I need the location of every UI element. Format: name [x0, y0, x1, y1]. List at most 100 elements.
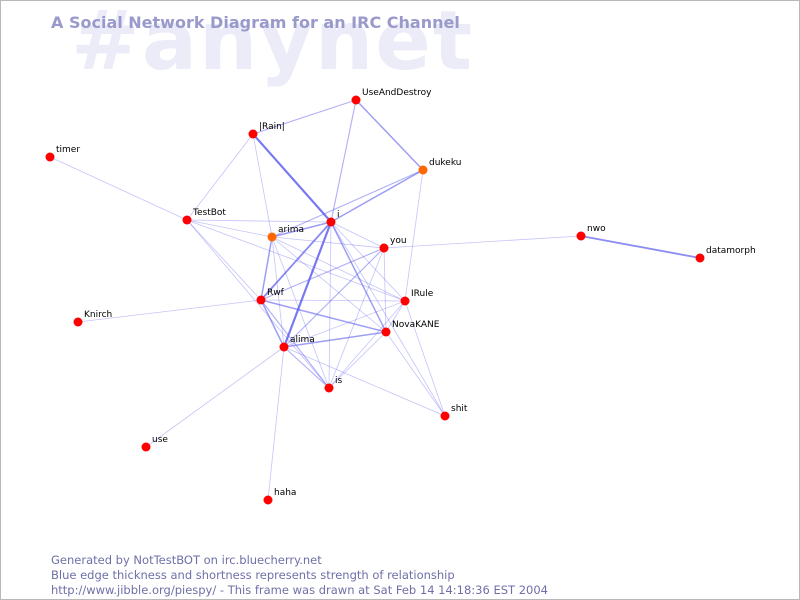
edge-rwf-novakane [260, 299, 387, 333]
edge-alima-haha [267, 346, 285, 501]
node-dot [256, 295, 266, 305]
edge-i-you [330, 221, 385, 249]
node-label: |Rain| [259, 122, 285, 132]
edge-useanddestroy-i [330, 99, 357, 223]
edge-alima-is [283, 346, 330, 389]
node-dot [45, 152, 55, 162]
node-dot [695, 253, 705, 263]
edge-rwf-you [260, 247, 385, 301]
node-dot [263, 495, 273, 505]
node-label: UseAndDestroy [362, 88, 432, 98]
edge-alima-rwf [260, 299, 285, 348]
node-label: Knirch [84, 310, 112, 320]
edge-i-rwf [260, 221, 332, 301]
edge-rain-i [251, 132, 333, 224]
node-dot [400, 296, 410, 306]
edge-rwf-arima [260, 236, 273, 301]
node-knirch: Knirch [73, 310, 112, 327]
channel-watermark: #anynet [71, 0, 475, 89]
node-you: you [379, 236, 407, 253]
node-i: i [326, 210, 340, 227]
node-dot [248, 129, 258, 139]
edge-arima-you [271, 236, 385, 249]
node-label: TestBot [192, 208, 226, 218]
edge-testbot-irule [186, 219, 406, 302]
edge-testbot-arima [186, 219, 273, 238]
edge-rwf-is [260, 299, 330, 389]
node-label: shit [451, 404, 468, 414]
node-novakane: NovaKANE [381, 320, 440, 337]
edge-arima-dukeku [271, 169, 424, 238]
node-label: haha [274, 488, 296, 498]
node-timer: timer [45, 145, 80, 162]
node-irule: IRule [400, 289, 434, 306]
edge-alima-use [145, 346, 285, 448]
node-dot [440, 411, 450, 421]
edge-dukeku-i [330, 169, 424, 223]
node-label: datamorph [706, 246, 756, 256]
node-dot [379, 243, 389, 253]
node-dot [141, 442, 151, 452]
edge-alima-shit [283, 346, 446, 417]
footer-source-timestamp: http://www.jibble.org/piespy/ - This fra… [51, 583, 548, 597]
edge-i-novakane [330, 221, 387, 333]
edge-i-alima [282, 220, 333, 349]
edge-testbot-is [186, 219, 330, 389]
edge-rwf-irule [260, 299, 406, 302]
edge-arima-irule [271, 236, 406, 302]
node-alima: alima [279, 335, 315, 352]
node-rwf: Rwf [256, 288, 285, 305]
node-dot [73, 317, 83, 327]
footer-legend-note: Blue edge thickness and shortness repres… [51, 568, 455, 582]
edge-i-is [328, 221, 332, 389]
edge-i-irule [330, 221, 406, 302]
edges-layer [49, 99, 701, 501]
node-label: NovaKANE [392, 320, 440, 330]
node-nwo: nwo [576, 224, 606, 241]
node-dot [418, 165, 428, 175]
edge-alima-you [283, 247, 385, 348]
edge-arima-i [271, 221, 332, 238]
edge-alima-novakane [283, 331, 387, 348]
edge-arima-novakane [271, 236, 387, 333]
edge-testbot-i [186, 219, 332, 223]
node-is: is [324, 376, 343, 393]
node-label: is [335, 376, 343, 386]
edge-novakane-is [328, 331, 387, 389]
edge-timer-testbot [49, 156, 188, 221]
node-label: alima [290, 335, 315, 345]
edge-you-is [328, 247, 385, 389]
node-label: you [390, 236, 407, 246]
node-dot [381, 327, 391, 337]
node-label: timer [56, 145, 80, 155]
edge-alima-irule [283, 300, 406, 348]
edge-knirch-rwf [77, 299, 262, 323]
footer: Generated by NotTestBOT on irc.bluecherr… [51, 553, 548, 598]
edge-irule-novakane [385, 300, 406, 333]
node-dot [326, 217, 336, 227]
node-label: use [152, 435, 168, 445]
diagram-title: A Social Network Diagram for an IRC Chan… [51, 13, 460, 32]
edge-useanddestroy-dukeku [355, 99, 424, 171]
node-dot [182, 215, 192, 225]
edge-dukeku-irule [404, 169, 424, 302]
node-label: arima [278, 225, 304, 235]
edge-novakane-shit [385, 331, 446, 417]
node-dukeku: dukeku [418, 158, 461, 175]
node-rain: |Rain| [248, 122, 285, 139]
node-arima: arima [267, 225, 304, 242]
node-dot [279, 342, 289, 352]
node-dot [576, 231, 586, 241]
edge-nwo-datamorph [580, 235, 701, 259]
edge-rain-testbot [186, 133, 254, 221]
node-label: i [337, 210, 340, 220]
node-label: IRule [411, 289, 434, 299]
node-label: dukeku [429, 158, 461, 168]
edge-rain-arima [252, 133, 273, 238]
edge-useanddestroy-rain [252, 99, 357, 135]
node-label: Rwf [267, 288, 285, 298]
node-dot [351, 95, 361, 105]
edge-arima-alima [271, 236, 285, 348]
edge-arima-is [271, 236, 330, 389]
